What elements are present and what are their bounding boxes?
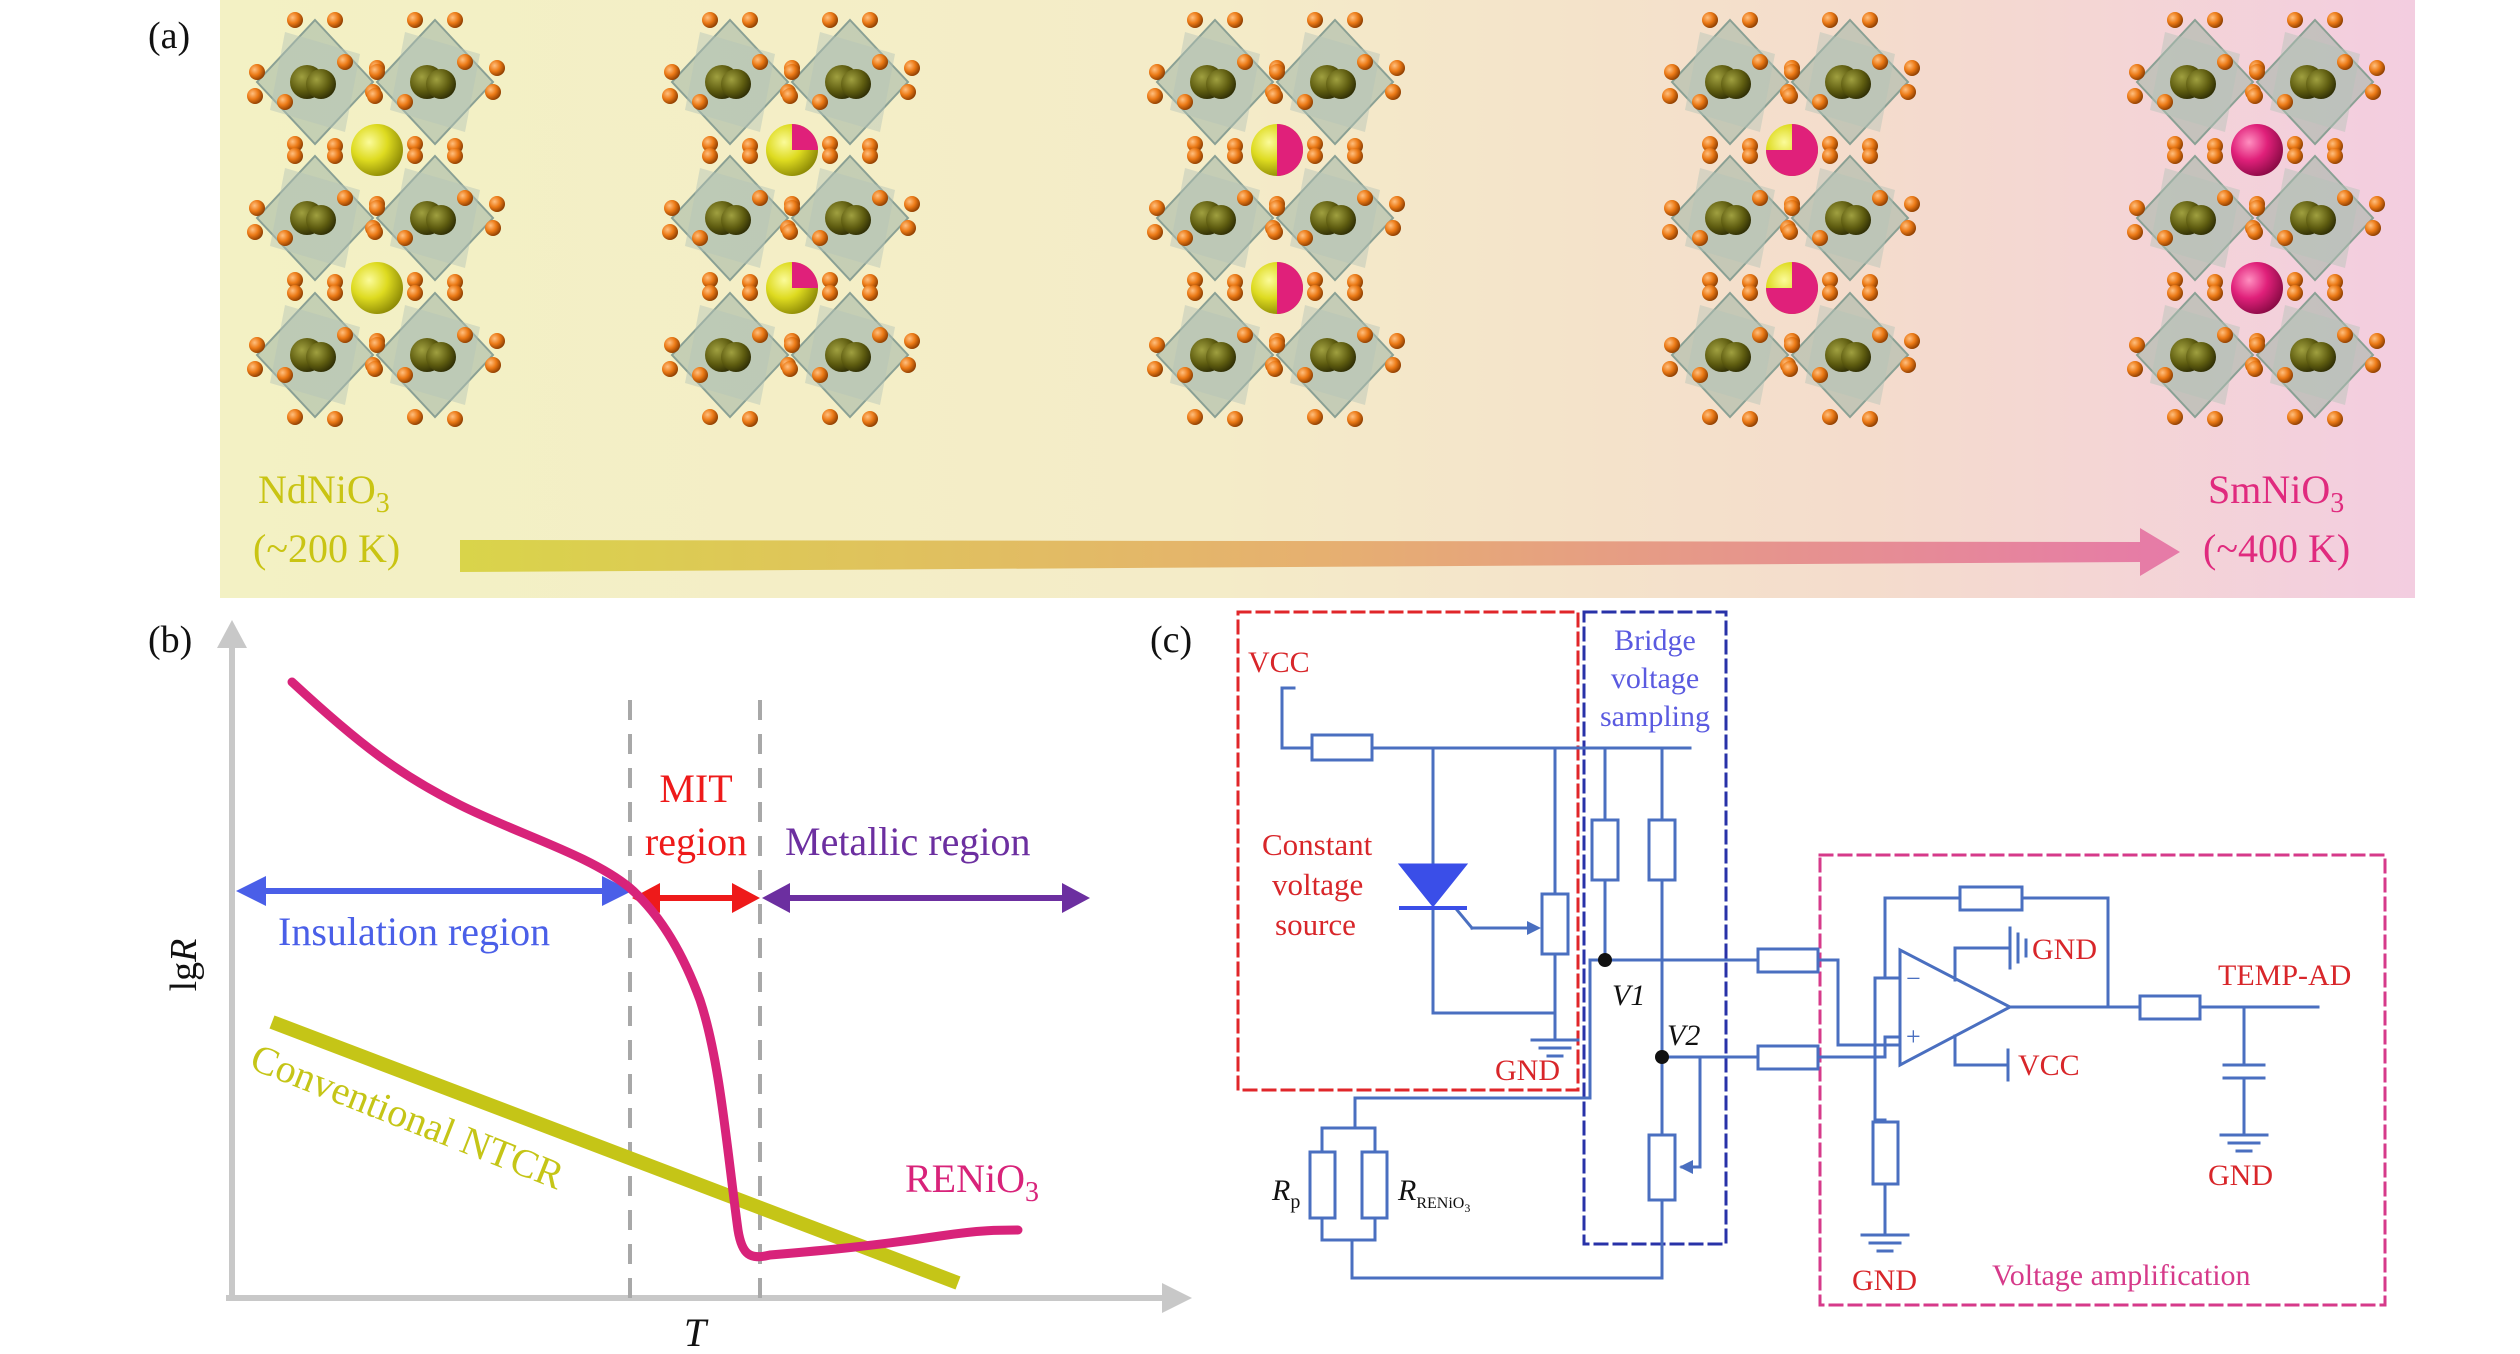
y-axis-label: lgR — [163, 939, 205, 992]
opamp-plus: + — [1906, 1022, 1921, 1051]
gnd-label-1: GND — [1495, 1054, 1560, 1087]
mit-region-label-2: region — [645, 819, 747, 864]
constant-label-3: source — [1275, 907, 1356, 942]
resistor-top — [1310, 733, 1374, 762]
gnd-opamp-label: GND — [2032, 933, 2097, 966]
ndnio3-temp: (~200 K) — [253, 526, 400, 571]
node-v2 — [1655, 1050, 1669, 1064]
v2-label: V2 — [1667, 1019, 1700, 1052]
resistor-bridge-left — [1590, 818, 1620, 882]
zener-diode — [1397, 863, 1469, 908]
rrenio3-label: RRENiO3 — [1397, 1174, 1470, 1215]
crystal-structures — [247, 12, 2385, 427]
x-axis-label: T — [684, 1310, 709, 1349]
panel-b: (b) lgR T MIT region — [148, 619, 1192, 1354]
amplification-box — [1818, 853, 2387, 1307]
resistor-ground — [1871, 1120, 1900, 1186]
resistor-bridge-pot — [1647, 1133, 1677, 1202]
v1-label: V1 — [1612, 979, 1645, 1012]
gnd-symbol-opamp — [2008, 926, 2028, 970]
bridge-box — [1582, 610, 1728, 1246]
gnd-amp-label: GND — [1852, 1264, 1917, 1297]
smnio3-label: SmNiO3 — [2208, 467, 2344, 519]
resistor-rrenio3 — [1360, 1150, 1389, 1220]
resistor-v2 — [1756, 1044, 1820, 1071]
bridge-label-3: sampling — [1600, 700, 1710, 733]
metallic-arrow — [762, 883, 1090, 913]
gnd-symbol-amp — [1860, 1233, 1910, 1253]
constant-label-1: Constant — [1262, 827, 1373, 862]
composition-arrow — [460, 528, 2180, 576]
smnio3-temp: (~400 K) — [2203, 526, 2350, 571]
panel-c: (c) — [1150, 610, 2387, 1307]
voltage-amplification-label: Voltage amplification — [1992, 1259, 2251, 1292]
panel-c-label: (c) — [1150, 619, 1192, 661]
y-axis-arrowhead — [217, 620, 247, 648]
crystal-structure — [247, 12, 505, 427]
conventional-ntcr-line — [269, 1015, 961, 1290]
insulation-region-label: Insulation region — [278, 909, 550, 954]
constant-label-2: voltage — [1272, 867, 1363, 902]
resistor-output — [2138, 994, 2202, 1021]
renio3-curve — [287, 677, 1023, 1262]
gnd-cap-label: GND — [2208, 1159, 2273, 1192]
bridge-label-2: voltage — [1611, 662, 1699, 695]
rp-label: Rp — [1271, 1174, 1300, 1213]
vcc-top-label: VCC — [1248, 646, 1310, 679]
resistor-feedback — [1958, 885, 2024, 912]
resistor-v1 — [1756, 947, 1820, 974]
gnd-symbol-1 — [1530, 1038, 1580, 1058]
opamp-minus: − — [1906, 964, 1921, 993]
bridge-label-1: Bridge — [1614, 624, 1696, 657]
panel-a: (a) NdNiO3 (~200 K) SmNiO3 (~400 K) — [148, 0, 2415, 598]
panel-a-label: (a) — [148, 15, 190, 57]
resistor-pot-left — [1540, 892, 1570, 956]
temp-ad-label: TEMP-AD — [2218, 959, 2351, 992]
mit-region-label-1: MIT — [659, 766, 732, 811]
pot-arrow-left — [1527, 921, 1541, 935]
resistor-bridge-right — [1647, 818, 1677, 882]
crystal-structure — [662, 12, 920, 427]
crystal-structure — [1662, 12, 1920, 427]
crystal-structure — [1147, 12, 1405, 427]
vcc-opamp-label: VCC — [2018, 1049, 2080, 1082]
panel-b-label: (b) — [148, 619, 192, 661]
insulation-arrow — [236, 876, 632, 906]
ndnio3-label: NdNiO3 — [258, 467, 390, 519]
renio3-label: RENiO3 — [905, 1156, 1039, 1208]
gnd-symbol-cap — [2219, 1133, 2269, 1153]
resistor-rp — [1308, 1150, 1337, 1220]
x-axis-arrowhead — [1162, 1283, 1192, 1313]
pot-arrow-right — [1679, 1160, 1693, 1174]
node-v1 — [1598, 953, 1612, 967]
constant-voltage-box — [1236, 610, 1580, 1092]
metallic-region-label: Metallic region — [785, 819, 1030, 864]
crystal-structure — [2127, 12, 2385, 427]
